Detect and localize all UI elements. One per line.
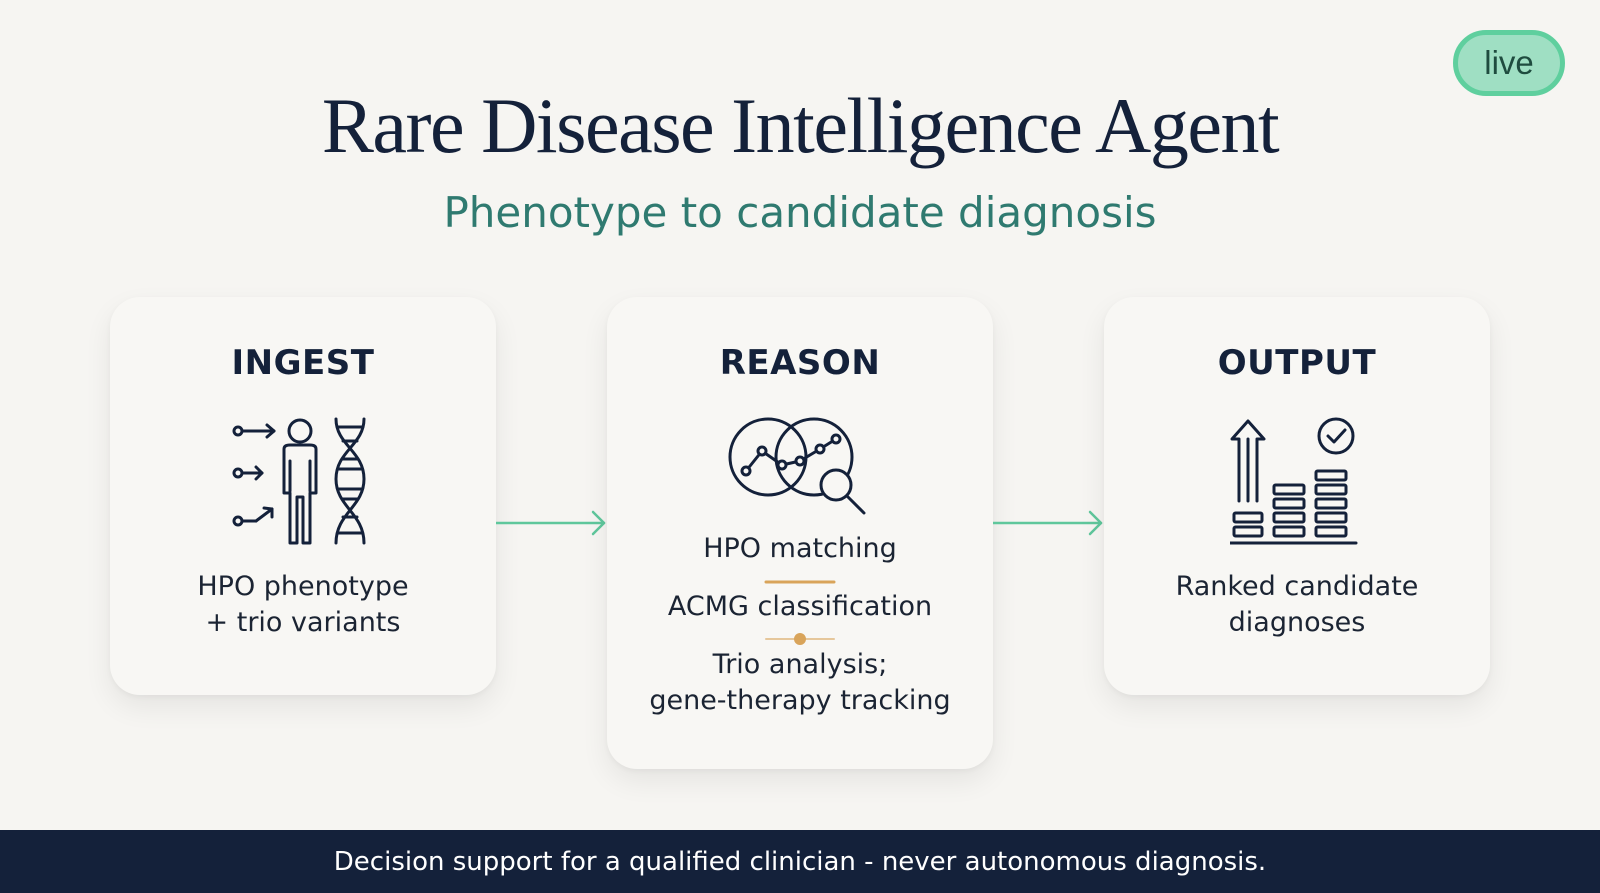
ingest-card-title: INGEST — [231, 343, 375, 383]
output-description: Ranked candidate diagnoses — [1104, 569, 1490, 641]
ranked-bars-check-icon — [1230, 417, 1358, 545]
output-card-title: OUTPUT — [1217, 343, 1377, 383]
flow-arrow-ingest-to-reason — [496, 510, 606, 536]
reason-card: REASON HPO matching ACMG classification … — [607, 297, 993, 769]
ingest-card: INGEST HPO phenotype + trio variants — [110, 297, 496, 695]
reason-item-acmg: ACMG classification — [667, 591, 933, 622]
disclaimer-text: Decision support for a qualified clinici… — [333, 846, 1267, 877]
ingest-line-1: HPO phenotype — [197, 571, 409, 602]
output-card: OUTPUT Ranked candidate diagnoses — [1104, 297, 1490, 695]
page-title: Rare Disease Intelligence Agent — [321, 82, 1280, 169]
reason-trio-line-1: Trio analysis; — [712, 649, 888, 680]
venn-analysis-magnifier-icon — [728, 417, 866, 515]
flow-arrow-reason-to-output — [993, 510, 1103, 536]
page-subtitle: Phenotype to candidate diagnosis — [443, 188, 1157, 237]
output-line-2: diagnoses — [1228, 607, 1366, 638]
reason-item-trio: Trio analysis; gene-therapy tracking — [607, 647, 993, 719]
person-dna-icon — [232, 417, 366, 545]
ingest-description: HPO phenotype + trio variants — [110, 569, 496, 641]
disclaimer-footer: Decision support for a qualified clinici… — [0, 830, 1600, 893]
live-status-badge: live — [1453, 30, 1565, 96]
ingest-line-2: + trio variants — [205, 607, 401, 638]
reason-divider-1 — [764, 580, 836, 584]
reason-divider-2 — [765, 633, 835, 645]
output-line-1: Ranked candidate — [1175, 571, 1419, 602]
reason-card-title: REASON — [719, 343, 881, 383]
reason-trio-line-2: gene-therapy tracking — [649, 685, 951, 716]
reason-item-hpo: HPO matching — [703, 533, 897, 564]
